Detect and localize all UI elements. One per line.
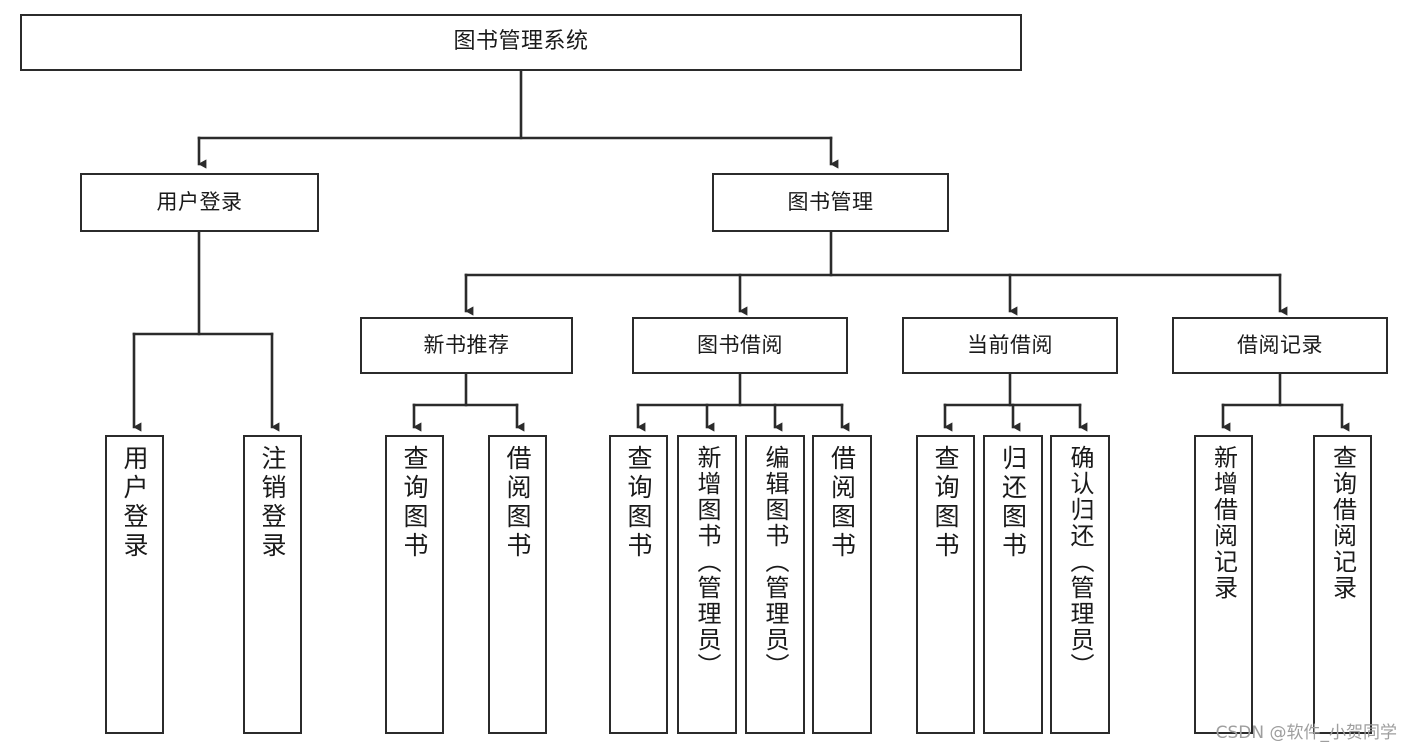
node-label: 借阅记录 xyxy=(1237,332,1323,357)
node-label: 用户登录 xyxy=(120,445,149,561)
node-label: 查询图书 xyxy=(624,445,653,561)
node-label: 新书推荐 xyxy=(423,332,510,357)
leaf-query-book-current[interactable]: 查询图书 xyxy=(916,435,975,734)
node-label: 查询图书 xyxy=(400,445,429,561)
node-label: 图书借阅 xyxy=(697,332,783,357)
leaf-return-book[interactable]: 归还图书 xyxy=(983,435,1043,734)
node-label: 图书管理 xyxy=(787,189,874,214)
node-label: 确认归还（管理员） xyxy=(1066,445,1094,679)
node-label: 查询借阅记录 xyxy=(1328,445,1357,601)
node-label: 借阅图书 xyxy=(503,445,532,561)
leaf-add-book-admin[interactable]: 新增图书（管理员） xyxy=(677,435,737,734)
node-label: 归还图书 xyxy=(998,445,1028,561)
leaf-edit-book-admin[interactable]: 编辑图书（管理员） xyxy=(745,435,805,734)
node-label: 新增图书（管理员） xyxy=(693,445,721,679)
leaf-logout[interactable]: 注销登录 xyxy=(243,435,302,734)
leaf-borrow-book-recommend[interactable]: 借阅图书 xyxy=(488,435,547,734)
node-label: 借阅图书 xyxy=(827,445,857,561)
leaf-user-login[interactable]: 用户登录 xyxy=(105,435,164,734)
leaf-borrow-book[interactable]: 借阅图书 xyxy=(812,435,872,734)
leaf-add-borrow-record[interactable]: 新增借阅记录 xyxy=(1194,435,1253,734)
node-current-borrowing[interactable]: 当前借阅 xyxy=(902,317,1118,374)
node-label: 查询图书 xyxy=(931,445,960,561)
node-label: 注销登录 xyxy=(258,445,287,561)
leaf-confirm-return-admin[interactable]: 确认归还（管理员） xyxy=(1050,435,1110,734)
node-book-management[interactable]: 图书管理 xyxy=(712,173,949,232)
node-root-book-management-system[interactable]: 图书管理系统 xyxy=(20,14,1022,71)
leaf-query-borrow-record[interactable]: 查询借阅记录 xyxy=(1313,435,1372,734)
node-user-login[interactable]: 用户登录 xyxy=(80,173,319,232)
watermark-text: CSDN @软件_小贺同学 xyxy=(1215,723,1397,743)
node-label: 编辑图书（管理员） xyxy=(761,445,789,679)
node-label: 当前借阅 xyxy=(967,332,1053,357)
node-new-book-recommendation[interactable]: 新书推荐 xyxy=(360,317,573,374)
node-label: 图书管理系统 xyxy=(453,29,589,55)
node-book-borrowing[interactable]: 图书借阅 xyxy=(632,317,848,374)
node-label: 用户登录 xyxy=(156,189,243,214)
leaf-query-book-borrow[interactable]: 查询图书 xyxy=(609,435,668,734)
node-borrowing-record[interactable]: 借阅记录 xyxy=(1172,317,1388,374)
node-label: 新增借阅记录 xyxy=(1209,445,1238,601)
leaf-query-book-recommend[interactable]: 查询图书 xyxy=(385,435,444,734)
